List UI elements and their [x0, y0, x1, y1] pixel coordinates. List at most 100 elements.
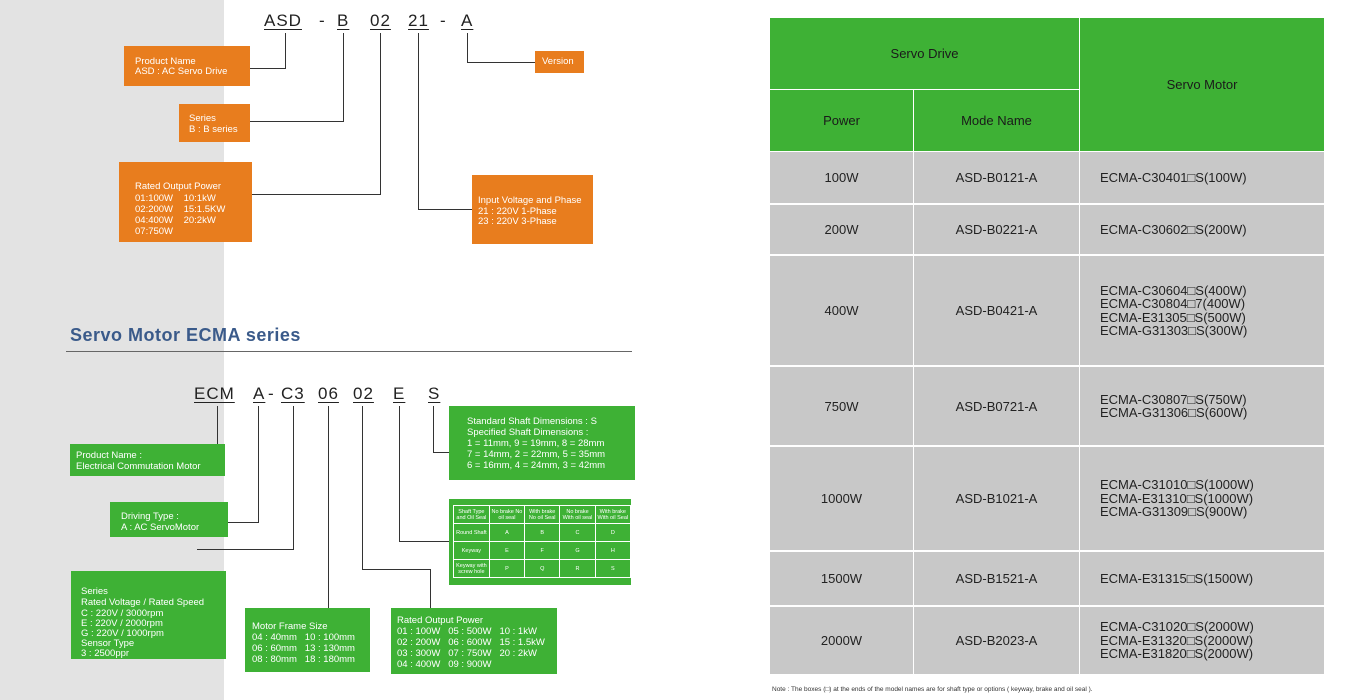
- connector-line: [362, 406, 363, 570]
- ecma-code-part-shaft: E: [393, 384, 406, 403]
- ecma-section-heading: Servo Motor ECMA series: [70, 325, 301, 345]
- connector-line: [328, 406, 329, 608]
- asd-rated-power-row: 04:400W 20:2kW: [135, 215, 216, 226]
- connector-line: [250, 121, 344, 122]
- connector-line: [228, 522, 259, 523]
- ecma-series-row: Sensor Type: [81, 638, 135, 649]
- asd-product-name-box: Product Name ASD : AC Servo Drive: [124, 46, 250, 86]
- connector-line: [293, 406, 294, 550]
- options-cell: D: [594, 523, 632, 542]
- table-footnote: Note : The boxes (□) at the ends of the …: [772, 686, 1093, 693]
- options-cell: Keyway with screw hole: [453, 559, 490, 578]
- ecma-product-name-desc: Electrical Commutation Motor: [76, 461, 201, 472]
- ecma-shaft-row: 7 = 14mm, 2 = 22mm, 5 = 35mm: [467, 449, 606, 460]
- table-cell-model: ASD-B0121-A: [914, 152, 1080, 205]
- ecma-series-row: G : 220V / 1000rpm: [81, 628, 164, 639]
- table-cell-power: 750W: [770, 367, 914, 447]
- ecma-rated-power-row: 01 : 100W 05 : 500W 10 : 1kW: [397, 626, 537, 637]
- connector-line: [258, 406, 259, 523]
- ecma-code-part-power: 02: [353, 384, 374, 403]
- asd-rated-power-box: Rated Output Power 01:100W 10:1kW 02:200…: [119, 162, 252, 242]
- ecma-series-row: Rated Voltage / Rated Speed: [81, 597, 205, 608]
- ecma-shaft-dimensions-box: Standard Shaft Dimensions : S Specified …: [449, 406, 635, 480]
- asd-input-voltage-title: Input Voltage and Phase: [478, 195, 582, 206]
- asd-code-part-series: B: [337, 11, 350, 30]
- table-cell-model: ASD-B0221-A: [914, 205, 1080, 256]
- ecma-driving-type-box: Driving Type : A : AC ServoMotor: [110, 502, 228, 537]
- table-cell-power: 400W: [770, 256, 914, 367]
- options-cell: Keyway: [453, 541, 490, 560]
- table-cell-motors: ECMA-C31010□S(1000W) ECMA-E31310□S(1000W…: [1080, 447, 1324, 552]
- asd-product-name-desc: ASD : AC Servo Drive: [135, 66, 228, 77]
- asd-version-box: Version: [535, 51, 584, 73]
- asd-code-dash: -: [319, 11, 326, 30]
- ecma-frame-size-row: 06 : 60mm 13 : 130mm: [252, 643, 355, 654]
- table-cell-motors: ECMA-C30604□S(400W) ECMA-C30804□7(400W) …: [1080, 256, 1324, 367]
- table-cell-motors: ECMA-C30401□S(100W): [1080, 152, 1324, 205]
- table-cell-model: ASD-B0421-A: [914, 256, 1080, 367]
- ecma-frame-size-row: 08 : 80mm 18 : 180mm: [252, 654, 355, 665]
- asd-series-desc: B : B series: [189, 124, 238, 135]
- asd-rated-power-title: Rated Output Power: [135, 181, 222, 192]
- ecma-code-part-drive: A: [253, 384, 266, 403]
- table-cell-motors: ECMA-C30602□S(200W): [1080, 205, 1324, 256]
- ecma-series-row: E : 220V / 2000rpm: [81, 618, 163, 629]
- ecma-series-row: C : 220V / 3000rpm: [81, 608, 164, 619]
- heading-divider: [66, 351, 632, 352]
- options-cell: S: [594, 559, 632, 578]
- ecma-driving-type-desc: A : AC ServoMotor: [121, 522, 200, 533]
- table-cell-motors: ECMA-E31315□S(1500W): [1080, 552, 1324, 607]
- motor-list: ECMA-C31010□S(1000W) ECMA-E31310□S(1000W…: [1100, 477, 1254, 520]
- table-cell-motors: ECMA-C31020□S(2000W) ECMA-E31320□S(2000W…: [1080, 607, 1324, 674]
- asd-input-voltage-row: 23 : 220V 3-Phase: [478, 216, 557, 227]
- motor-list: ECMA-C30401□S(100W): [1100, 169, 1247, 185]
- asd-rated-power-row: 02:200W 15:1.5KW: [135, 204, 226, 215]
- motor-list: ECMA-E31315□S(1500W): [1100, 570, 1254, 586]
- options-cell: A: [488, 523, 526, 542]
- asd-code-dash-2: -: [440, 11, 447, 30]
- connector-line: [467, 33, 468, 63]
- connector-line: [197, 549, 294, 550]
- connector-line: [399, 541, 449, 542]
- options-cell: B: [524, 523, 561, 542]
- ecma-shaft-row: 6 = 16mm, 4 = 24mm, 3 = 42mm: [467, 460, 606, 471]
- asd-input-voltage-row: 21 : 220V 1-Phase: [478, 206, 557, 217]
- ecma-driving-type-title: Driving Type :: [121, 511, 179, 522]
- ecma-frame-size-row: 04 : 40mm 10 : 100mm: [252, 632, 355, 643]
- table-cell-model: ASD-B1021-A: [914, 447, 1080, 552]
- ecma-frame-size-box: Motor Frame Size 04 : 40mm 10 : 100mm 06…: [245, 608, 370, 672]
- table-cell-power: 1500W: [770, 552, 914, 607]
- connector-line: [430, 569, 431, 609]
- ecma-rated-power-row: 04 : 400W 09 : 900W: [397, 659, 492, 670]
- ecma-shaft-row: 1 = 11mm, 9 = 19mm, 8 = 28mm: [467, 438, 605, 449]
- connector-line: [343, 33, 344, 122]
- asd-product-name-title: Product Name: [135, 56, 196, 67]
- options-cell: R: [559, 559, 596, 578]
- options-cell: E: [488, 541, 526, 560]
- connector-line: [252, 194, 381, 195]
- asd-code-part-power: 02: [370, 11, 391, 30]
- table-cell-power: 1000W: [770, 447, 914, 552]
- ecma-rated-power-title: Rated Output Power: [397, 615, 484, 626]
- ecma-shaft-row: Standard Shaft Dimensions : S: [467, 416, 597, 427]
- options-header-cell: No brake With oil seal: [559, 505, 596, 524]
- header-servo-motor: Servo Motor: [1080, 18, 1324, 152]
- motor-list: ECMA-C30807□S(750W) ECMA-G31306□S(600W): [1100, 391, 1248, 420]
- asd-rated-power-row: 07:750W: [135, 226, 174, 237]
- table-cell-model: ASD-B2023-A: [914, 607, 1080, 674]
- ecma-rated-power-row: 02 : 200W 06 : 600W 15 : 1.5kW: [397, 637, 545, 648]
- connector-line: [362, 569, 430, 570]
- options-cell: Q: [524, 559, 561, 578]
- connector-line: [399, 406, 400, 542]
- ecma-frame-size-title: Motor Frame Size: [252, 621, 328, 632]
- ecma-code-part-ecm: ECM: [194, 384, 235, 403]
- options-header-cell: With brake With oil Seal: [594, 505, 632, 524]
- connector-line: [285, 33, 286, 69]
- asd-version-label: Version: [542, 56, 574, 67]
- table-cell-model: ASD-B0721-A: [914, 367, 1080, 447]
- header-servo-drive: Servo Drive: [770, 18, 1080, 90]
- ecma-code-part-frame: 06: [318, 384, 339, 403]
- ecma-rated-power-box: Rated Output Power 01 : 100W 05 : 500W 1…: [391, 608, 557, 674]
- shaft-options-table: Shaft Type and Oil Seal No brake No oil …: [449, 499, 632, 585]
- options-cell: H: [594, 541, 632, 560]
